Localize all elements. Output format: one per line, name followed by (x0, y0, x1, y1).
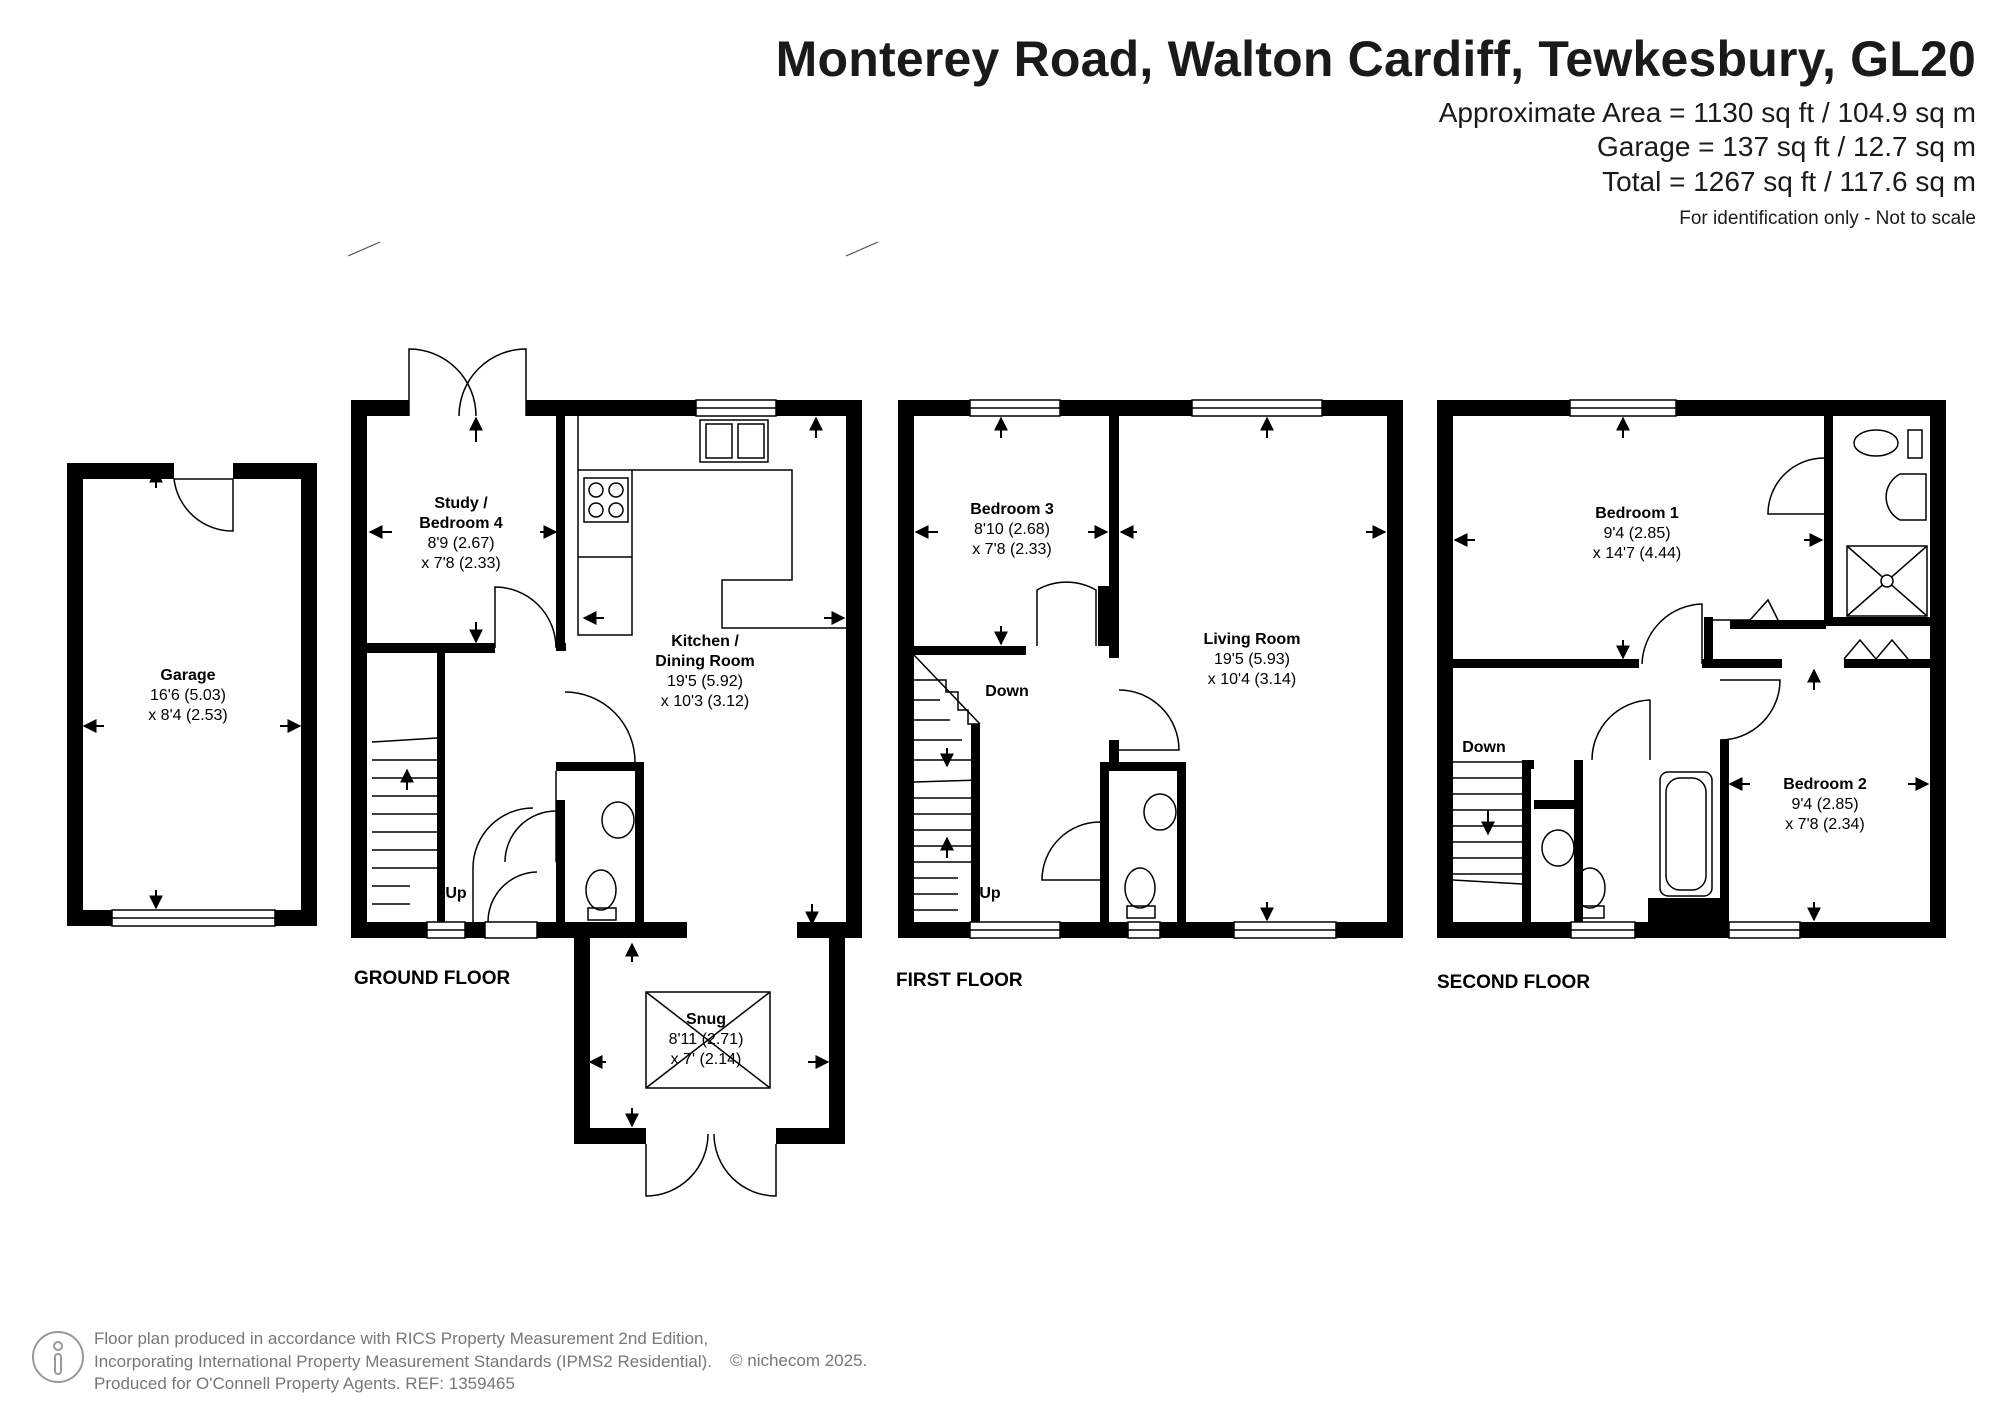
garage-dim1: 16'6 (5.03) (150, 687, 226, 704)
bedroom2-label: Bedroom 2 9'4 (2.85) x 7'8 (2.34) (1783, 776, 1867, 833)
ground-floor-arrows (82, 416, 846, 1128)
study-name-line1: Study / (434, 495, 488, 512)
ground-floor-walls (351, 400, 862, 1144)
total-area: Total = 1267 sq ft / 117.6 sq m (1602, 166, 1976, 197)
garage-walls (67, 463, 317, 926)
first-floor-fixtures (913, 399, 1337, 939)
snug-name: Snug (686, 1011, 726, 1028)
study-name-line2: Bedroom 4 (419, 515, 503, 532)
garage-label: Garage 16'6 (5.03) x 8'4 (2.53) (148, 667, 228, 724)
kitchen-name-line2: Dining Room (655, 653, 755, 670)
second-floor-arrows (1453, 416, 1930, 922)
identification-note: For identification only - Not to scale (1679, 208, 1976, 229)
person-logo-icon (32, 1331, 84, 1383)
bedroom1-dim1: 9'4 (2.85) (1603, 525, 1670, 542)
second-floor-label: SECOND FLOOR (1437, 972, 1590, 993)
kitchen-dim1: 19'5 (5.92) (667, 673, 743, 690)
room-labels: Garage 16'6 (5.03) x 8'4 (2.53) Study / … (148, 495, 1867, 1068)
first-stairs-up-label: Up (979, 885, 1001, 902)
bedroom3-name: Bedroom 3 (970, 501, 1054, 518)
bedroom1-name: Bedroom 1 (1595, 505, 1679, 522)
decorative-ticks (347, 241, 879, 257)
footer: Floor plan produced in accordance with R… (94, 1328, 867, 1396)
study-label: Study / Bedroom 4 8'9 (2.67) x 7'8 (2.33… (419, 495, 503, 572)
footer-line1: Floor plan produced in accordance with R… (94, 1329, 709, 1348)
bedroom2-dim2: x 7'8 (2.34) (1785, 816, 1865, 833)
study-dim2: x 7'8 (2.33) (421, 555, 501, 572)
second-stairs-down-label: Down (1462, 739, 1506, 756)
ground-stairs-up-label: Up (445, 885, 467, 902)
snug-label: Snug 8'11 (2.71) x 7' (2.14) (669, 1011, 744, 1068)
bedroom2-name: Bedroom 2 (1783, 776, 1867, 793)
ground-floor-fixtures (371, 348, 846, 1197)
footer-line3: Produced for O'Connell Property Agents. … (94, 1374, 515, 1393)
living-room-dim2: x 10'4 (3.14) (1208, 671, 1296, 688)
bedroom3-label: Bedroom 3 8'10 (2.68) x 7'8 (2.33) (970, 501, 1054, 558)
footer-line2: Incorporating International Property Mea… (94, 1351, 712, 1371)
stair-labels: Up Down Up Down (445, 683, 1505, 902)
garage-area: Garage = 137 sq ft / 12.7 sq m (1597, 131, 1976, 162)
approximate-area: Approximate Area = 1130 sq ft / 104.9 sq… (1438, 97, 1976, 128)
second-floor-walls (1437, 400, 1946, 938)
first-floor-label: FIRST FLOOR (896, 970, 1023, 991)
living-room-name: Living Room (1204, 631, 1301, 648)
ground-floor-label: GROUND FLOOR (354, 968, 510, 989)
bedroom1-dim2: x 14'7 (4.44) (1593, 545, 1681, 562)
kitchen-dim2: x 10'3 (3.12) (661, 693, 749, 710)
garage-dim2: x 8'4 (2.53) (148, 707, 228, 724)
study-dim1: 8'9 (2.67) (427, 535, 494, 552)
first-floor-arrows (914, 416, 1387, 922)
first-stairs-down-label: Down (985, 683, 1029, 700)
living-room-dim1: 19'5 (5.93) (1214, 651, 1290, 668)
bedroom2-dim1: 9'4 (2.85) (1791, 796, 1858, 813)
snug-dim2: x 7' (2.14) (671, 1051, 742, 1068)
floor-labels: GROUND FLOOR FIRST FLOOR SECOND FLOOR (354, 968, 1590, 993)
kitchen-label: Kitchen / Dining Room 19'5 (5.92) x 10'3… (655, 633, 755, 710)
snug-dim1: 8'11 (2.71) (669, 1031, 744, 1048)
second-floor-fixtures (1452, 399, 1928, 939)
page-title: Monterey Road, Walton Cardiff, Tewkesbur… (775, 31, 1976, 87)
kitchen-name-line1: Kitchen / (671, 633, 739, 650)
garage-name: Garage (160, 667, 215, 684)
bedroom3-dim2: x 7'8 (2.33) (972, 541, 1052, 558)
bedroom1-label: Bedroom 1 9'4 (2.85) x 14'7 (4.44) (1593, 505, 1681, 562)
first-floor-walls (898, 400, 1403, 938)
living-room-label: Living Room 19'5 (5.93) x 10'4 (3.14) (1204, 631, 1301, 688)
garage-door (111, 478, 276, 927)
bedroom3-dim1: 8'10 (2.68) (974, 521, 1050, 538)
footer-copyright: © nichecom 2025. (730, 1351, 868, 1370)
